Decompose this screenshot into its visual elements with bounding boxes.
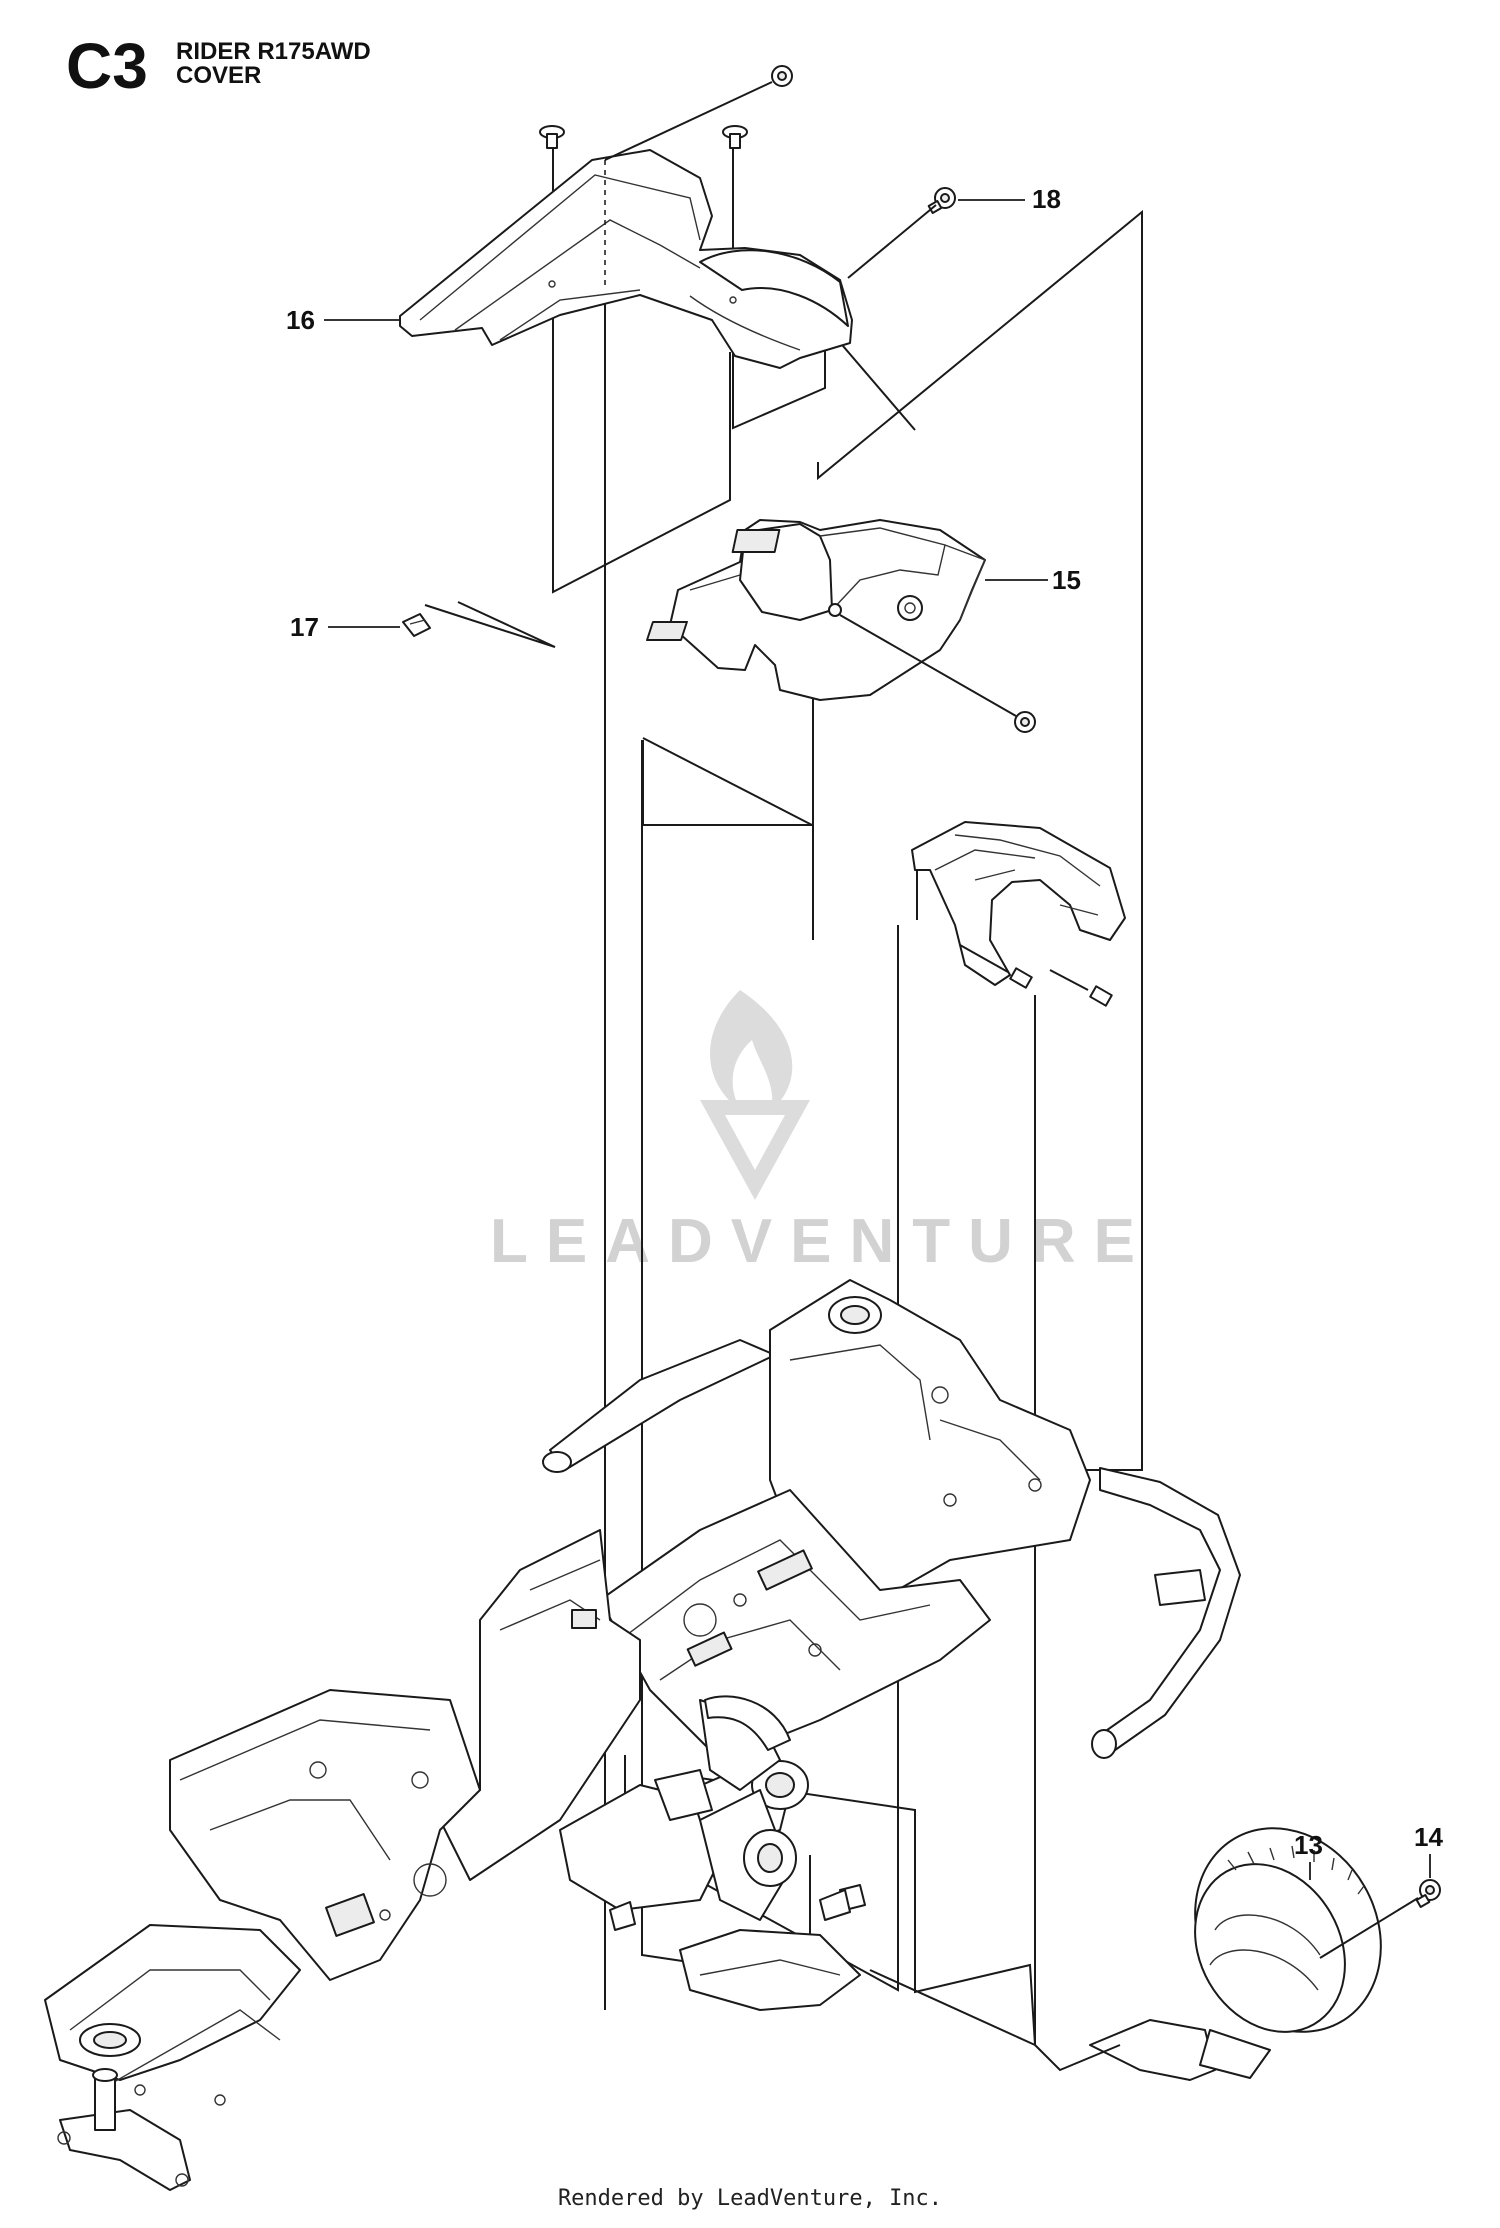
callout-16: 16 <box>286 305 400 335</box>
render-credit-footer: Rendered by LeadVenture, Inc. <box>557 2186 943 2211</box>
bolt-bracket-right-icon <box>1049 969 1113 1007</box>
bolt-bracket-left-icon <box>959 944 1033 989</box>
callout-14: 14 <box>1414 1822 1443 1878</box>
screw-part-18-icon <box>927 187 956 214</box>
watermark-v-logo-icon <box>700 1100 810 1200</box>
section-code: C3 <box>66 30 148 102</box>
clip-nut-part-17-icon <box>402 613 431 637</box>
screw-part-14-icon <box>1415 1879 1441 1908</box>
watermark-flame-icon <box>710 990 793 1110</box>
chassis-frame <box>44 1279 1241 2191</box>
callout-15: 15 <box>1052 565 1081 595</box>
screw-top-right-icon <box>771 65 793 87</box>
screw-top-center-icon <box>722 125 748 149</box>
callout-label-14: 14 <box>1414 1822 1443 1852</box>
fender-part-13 <box>1089 1827 1382 2081</box>
upper-cover-part-16 <box>399 149 853 369</box>
watermark: LEADVENTURE <box>490 990 1153 1276</box>
callout-label-18: 18 <box>1032 184 1061 214</box>
callout-label-13: 13 <box>1294 1830 1323 1860</box>
shift-gate-bracket <box>911 821 1126 986</box>
screw-part-15-lower-icon <box>1014 711 1036 733</box>
callout-label-17: 17 <box>290 612 319 642</box>
callout-13: 13 <box>1294 1830 1323 1880</box>
callout-17: 17 <box>290 612 400 642</box>
callout-label-16: 16 <box>286 305 315 335</box>
screw-top-left-icon <box>539 125 565 149</box>
lower-cover-part-15 <box>645 519 986 701</box>
callout-18: 18 <box>958 184 1061 214</box>
watermark-text: LEADVENTURE <box>490 1207 1153 1276</box>
callout-label-15: 15 <box>1052 565 1081 595</box>
assembly-subtitle: COVER <box>176 62 262 89</box>
model-title: RIDER R175AWD <box>176 38 371 65</box>
